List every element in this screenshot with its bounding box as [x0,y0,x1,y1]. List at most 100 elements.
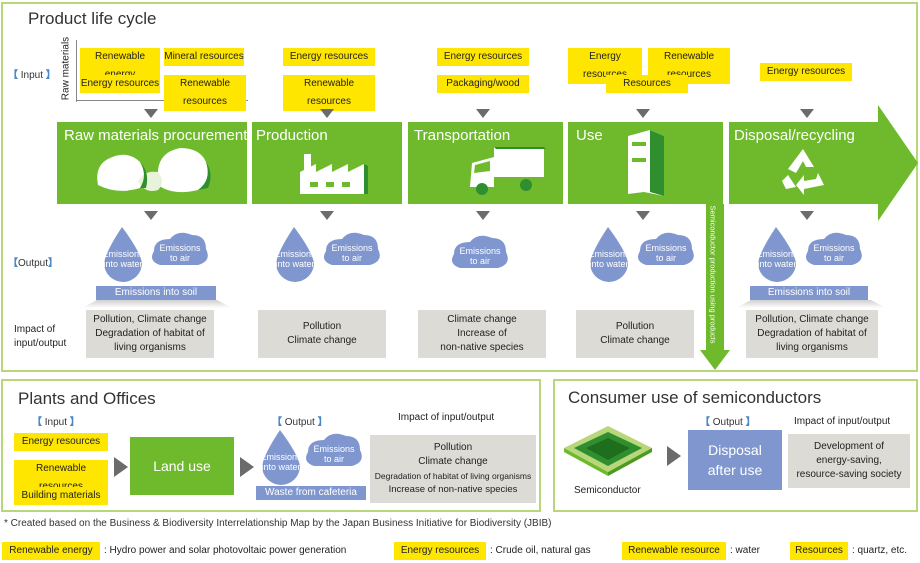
input-raw-renewable-resources: Renewable resources [164,75,246,111]
input-raw-mineral-resources: Mineral resources [164,48,244,66]
arrow-down [144,211,158,220]
semiconductor-label: Semiconductor [574,485,641,496]
land-use-label: Land use [153,458,211,474]
plants-impact-title: Impact of input/output [398,412,495,423]
plants-offices-frame [1,379,541,512]
emission-air-2: to air [824,253,844,263]
raw-materials-divider [76,40,77,102]
truck-icon [470,147,546,195]
legend-term-resources: Resources [790,542,848,560]
plants-input-building: Building materials [14,487,108,505]
emission-air-2: to air [656,253,676,263]
emission-air-1: Emissions [331,243,373,253]
arrow-down [320,109,334,118]
emissions-group-raw: Emissions into water Emissions to air [102,227,208,282]
emission-air-2: to air [170,253,190,263]
emissions-group-disposal: Emissions into water Emissions to air [756,227,862,282]
soil-shadow [82,300,232,308]
consumer-frame [553,379,918,512]
input-transport-energy: Energy resources [437,48,529,66]
arrow-down [320,211,334,220]
legend-term-renewable-resource: Renewable resource [622,542,726,560]
input-use-resources: Resources [606,75,688,93]
consumer-output-label: 【 Output 】 [700,417,756,428]
input-production-energy: Energy resources [283,48,375,66]
legend-desc-energy-resources: : Crude oil, natural gas [490,545,591,556]
arrow-down [476,109,490,118]
emission-water-2: into water [103,259,142,269]
emission-water-2: into water [589,259,628,269]
input-raw-energy-resources: Energy resources [80,75,160,93]
emission-water-1: Emissions [274,249,316,259]
recycle-icon [782,149,824,195]
semiconductor-production-arrow [700,204,730,370]
arrow-right [240,457,254,477]
consumer-impact-title: Impact of input/output [794,416,891,427]
arrow-down [144,109,158,118]
emission-water-1: Emissions [588,249,630,259]
factory-icon [300,154,368,194]
raw-materials-label: Raw materials [60,36,72,101]
emission-soil-disposal: Emissions into soil [750,286,868,300]
consumer-title: Consumer use of semiconductors [568,388,822,407]
input-use-renewable: Renewable resources [648,48,730,84]
legend-term-energy-resources: Energy resources [394,542,486,560]
emission-water-1: Emissions [260,452,302,462]
land-use-box: Land use [130,437,234,495]
emissions-group-transport: Emissions to air [452,235,508,268]
arrow-right [114,457,128,477]
semiconductor-production-label: Semiconductor production using products [708,205,718,344]
stage-raw-materials: Raw materials procurement [64,127,247,144]
emission-air-1: Emissions [159,243,201,253]
plants-emissions: Emissions into water Emissions to air [260,430,362,485]
page-title: Product life cycle [28,9,157,28]
legend-desc-renewable-resource: : water [730,545,761,556]
plants-impact-box: Pollution Climate change Degradation of … [370,435,536,503]
emission-water-1: Emissions [756,249,798,259]
semiconductor-chip-icon [564,426,652,476]
emission-air-2: to air [342,253,362,263]
appliance-icon [628,130,664,196]
emission-water-2: into water [275,259,314,269]
emission-water-2: into water [261,462,300,472]
impact-label: Impact of input/output [14,324,67,349]
arrow-down [636,211,650,220]
footnote: * Created based on the Business & Biodiv… [4,518,552,529]
input-production-renewable: Renewable resources [283,75,375,111]
input-transport-packaging: Packaging/wood [437,75,529,93]
emission-air-2: to air [470,256,490,266]
soil-shadow [736,300,886,308]
emissions-group-use: Emissions into water Emissions to air [588,227,694,282]
plants-waste: Waste from cafeteria [256,486,366,500]
disposal-label-1: Disposal [708,442,762,458]
legend-term-renewable-energy: Renewable energy [2,542,100,560]
consumer-impact-box: Development of energy-saving, resource-s… [788,434,910,488]
emission-water-1: Emissions [102,249,144,259]
disposal-box: Disposal after use [688,430,782,490]
emission-air-1: Emissions [813,243,855,253]
stage-use: Use [576,127,603,144]
raw-materials-hline [76,100,248,101]
emissions-group-production: Emissions into water Emissions to air [274,227,380,282]
emission-air-1: Emissions [645,243,687,253]
stage-production: Production [256,127,328,144]
emission-soil-raw: Emissions into soil [96,286,216,300]
input-disposal-energy: Energy resources [760,63,852,81]
rocks-icon [97,148,211,193]
plants-input-label: 【 Input 】 [32,417,80,428]
input-label: 【 Input 】 [8,70,56,81]
arrow-down [476,211,490,220]
emission-air-1: Emissions [459,246,501,256]
emission-water-2: into water [757,259,796,269]
emission-air-1: Emissions [313,444,355,454]
life-cycle-frame [1,2,918,372]
output-label: 【Output】 [8,258,59,269]
arrow-down [800,211,814,220]
plants-input-energy: Energy resources [14,433,108,451]
stage-transportation: Transportation [414,127,511,144]
